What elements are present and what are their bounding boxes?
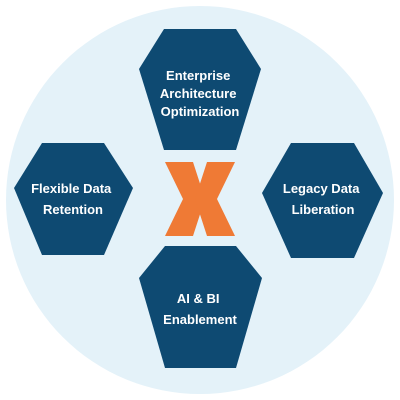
hexagon-left-label: Flexible Data Retention [31,181,115,217]
hexagon-bottom-label: AI & BI Enablement [163,291,237,327]
hexagon-top-line-3: Optimization [161,104,240,119]
hexagon-top-line-1: Enterprise [166,68,230,83]
hexagon-bottom-line-2: Enablement [163,312,237,327]
x-mark-left-chevron [165,162,205,236]
hexagon-bottom-shape [139,246,262,368]
hexagon-right-line-2: Liberation [292,202,355,217]
hexagon-left-line-1: Flexible Data [31,181,112,196]
hexagon-top-line-2: Architecture [160,86,237,101]
hexagon-left-shape [14,143,133,255]
hexagon-right-line-1: Legacy Data [283,181,360,196]
hexagon-top: Enterprise Architecture Optimization [139,29,261,150]
hexagon-left-line-2: Retention [43,202,103,217]
hexagon-bottom: AI & BI Enablement [139,246,262,368]
hexagon-top-label: Enterprise Architecture Optimization [160,68,240,119]
hexagon-right: Legacy Data Liberation [262,143,383,258]
hexagon-left: Flexible Data Retention [14,143,133,255]
orange-x-mark-icon [165,162,235,236]
x-mark-right-chevron [195,162,235,236]
hexagon-right-label: Legacy Data Liberation [283,181,363,217]
hexagon-top-shape [139,29,261,150]
hexagon-right-shape [262,143,383,258]
hexagon-bottom-line-1: AI & BI [177,291,220,306]
